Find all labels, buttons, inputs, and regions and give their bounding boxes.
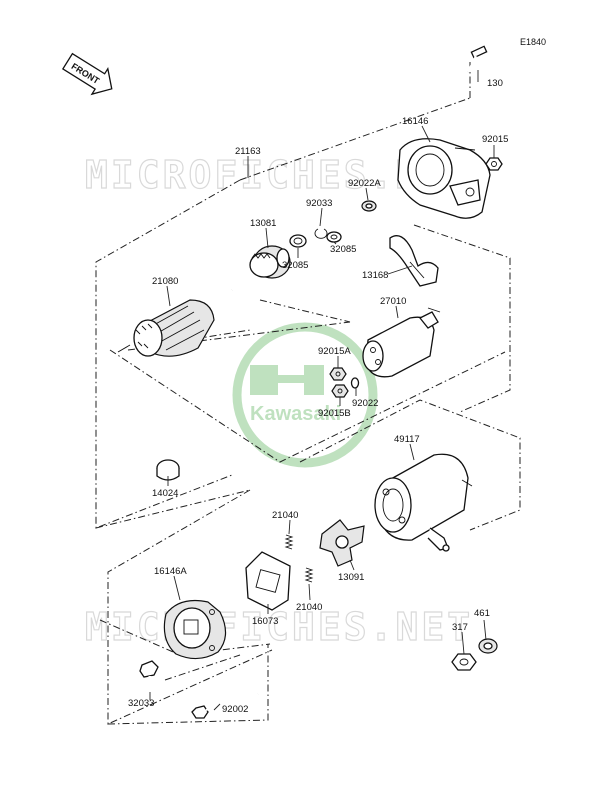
part-label-13081: 13081 (250, 218, 276, 229)
shift-fork-13168 (389, 235, 439, 287)
washer-92022 (350, 377, 360, 389)
part-label-92022: 92022 (352, 398, 378, 409)
part-label-14024: 14024 (152, 488, 178, 499)
rear-cover-16146A (163, 599, 227, 660)
circlip-92033 (314, 228, 328, 239)
part-label-16146A: 16146A (154, 566, 187, 577)
cap-14024 (156, 459, 180, 481)
part-label-27010: 27010 (380, 296, 406, 307)
watermark-text: MICROFICHES.NET (85, 605, 473, 649)
part-label-13168: 13168 (362, 270, 388, 281)
assembly-outline (95, 60, 521, 725)
part-label-13091: 13091 (338, 572, 364, 583)
solenoid-27010 (362, 307, 441, 378)
collar-32085-upper (326, 231, 342, 243)
logo-text: Kawasaki (250, 403, 341, 425)
part-label-21040-upper: 21040 (272, 510, 298, 521)
through-bolt-92002 (191, 693, 259, 719)
spring-21040-lower (304, 567, 314, 583)
part-label-92033: 92033 (306, 198, 332, 209)
part-label-49117: 49117 (394, 434, 420, 445)
watermark-bottom: MICROFICHES.NET (84, 604, 473, 649)
part-label-16073: 16073 (252, 616, 278, 627)
washer-461 (478, 638, 498, 654)
front-cover-16146 (397, 138, 491, 219)
bolt-130 (467, 45, 488, 73)
part-label-16146: 16146 (402, 116, 428, 127)
washer-92022A (361, 200, 377, 212)
part-label-92022A: 92022A (348, 178, 381, 189)
part-labels: 130 16146 92015 21163 92022A 92033 13081… (128, 78, 508, 715)
part-label-461: 461 (474, 608, 490, 619)
nut-92015 (485, 157, 503, 171)
collar-32085-lower (289, 234, 307, 248)
bolt-32033 (139, 660, 159, 692)
part-label-92002: 92002 (222, 704, 248, 715)
part-label-92015: 92015 (482, 134, 508, 145)
nut-92015B (331, 384, 349, 398)
brush-plate-16073 (245, 551, 291, 611)
brush-holder-13091 (319, 519, 365, 567)
part-label-32085-lower: 32085 (282, 260, 308, 271)
armature-21080 (117, 287, 234, 357)
part-label-32033: 32033 (128, 698, 154, 709)
part-label-32085-upper: 32085 (330, 244, 356, 255)
part-label-130: 130 (487, 78, 503, 89)
pinion-gear-13081 (249, 245, 291, 279)
part-label-92015B: 92015B (318, 408, 351, 419)
part-label-21040-lower: 21040 (296, 602, 322, 613)
diagram-ref-code: E1840 (520, 37, 546, 47)
part-label-317: 317 (452, 622, 468, 633)
front-arrow-icon: FRONT (61, 52, 113, 96)
leader-lines (149, 70, 495, 711)
part-label-92015A: 92015A (318, 346, 351, 357)
kawasaki-logo: Kawasaki (232, 322, 378, 468)
spring-21040-upper (284, 534, 294, 550)
nut-317 (451, 653, 477, 671)
nut-92015A (329, 367, 347, 381)
part-label-21163: 21163 (235, 146, 261, 157)
yoke-49117 (374, 453, 473, 552)
part-label-21080: 21080 (152, 276, 178, 287)
